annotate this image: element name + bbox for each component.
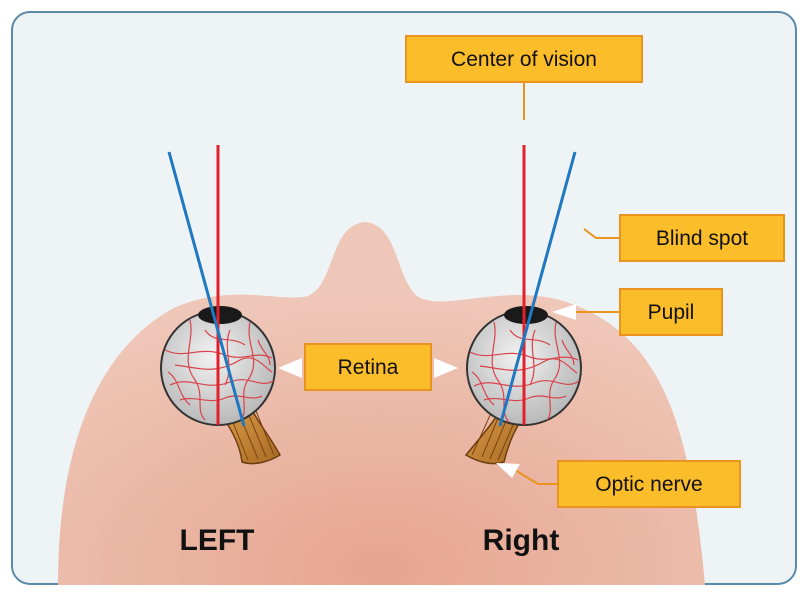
svg-text:Retina: Retina [338,356,399,379]
svg-text:Optic nerve: Optic nerve [595,473,702,496]
label-optic-nerve: Optic nerve [557,460,741,508]
label-blind-spot: Blind spot [619,214,785,262]
blind-spot-leader [583,228,620,239]
label-center-of-vision: Center of vision [405,35,643,83]
pupil-arrow [552,304,576,320]
pupil-left [198,306,242,324]
blind-spot-line-left [167,151,246,427]
optic-nerve-leader [514,469,558,485]
optic-nerve-left [220,409,282,465]
retina-arrow-left [278,358,302,378]
label-retina: Retina [304,343,432,391]
svg-text:Pupil: Pupil [648,301,695,324]
retina-arrow-right [434,358,458,378]
label-pupil: Pupil [619,288,723,336]
optic-nerve-arrow [496,463,520,478]
blind-spot-line-right [498,151,577,427]
side-label-left: LEFT [180,524,255,557]
svg-text:Blind spot: Blind spot [656,227,748,250]
svg-text:Center of vision: Center of vision [451,48,597,71]
pupil-right [504,306,548,324]
side-label-right: Right [483,524,560,557]
